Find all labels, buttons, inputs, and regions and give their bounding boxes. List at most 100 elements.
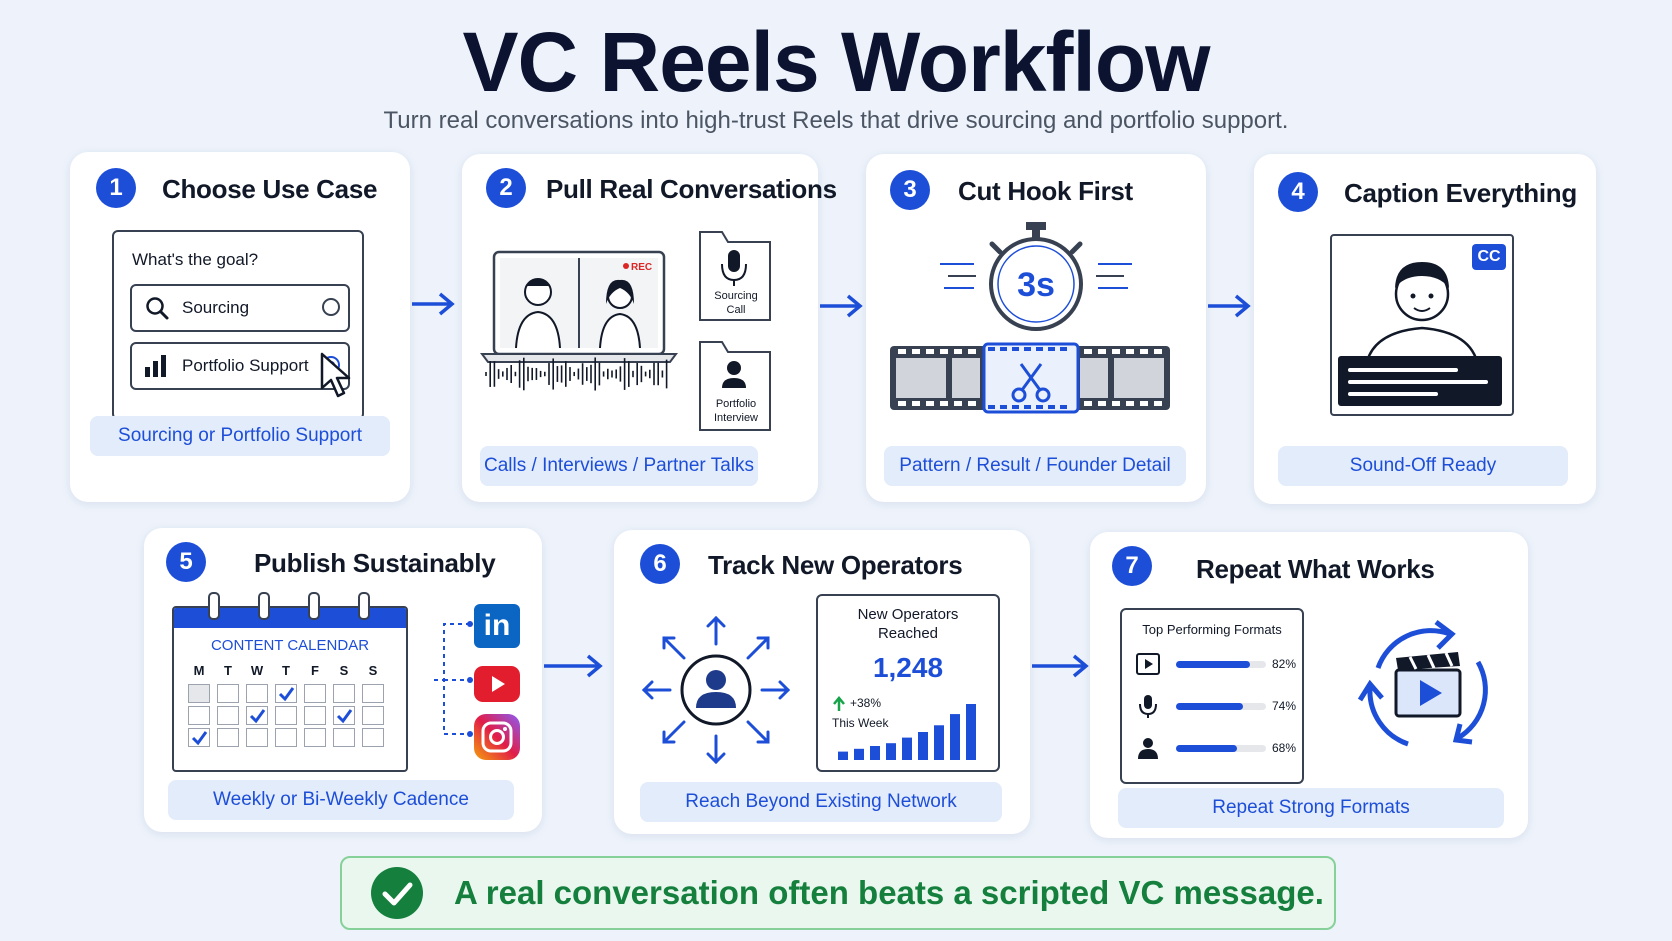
operators-stat-panel: New Operators Reached 1,248 +38% This We… xyxy=(816,594,1000,772)
option-label: Portfolio Support xyxy=(182,356,309,375)
arrow-up-icon xyxy=(833,696,845,711)
calendar-title: CONTENT CALENDAR xyxy=(210,637,370,654)
step-number-badge: 2 xyxy=(486,168,526,208)
step-chip: Sound-Off Ready xyxy=(1278,446,1568,486)
folder-label: Interview xyxy=(713,412,759,424)
network-reach-icon xyxy=(641,615,791,765)
format-row: 68% xyxy=(1122,734,1302,762)
step-number-badge: 1 xyxy=(96,168,136,208)
caption-block xyxy=(1338,356,1502,406)
option-portfolio-support[interactable]: Portfolio Support xyxy=(130,342,350,390)
checkmark-icon xyxy=(278,687,295,702)
calendar-cell xyxy=(362,728,384,747)
radio-unselected[interactable] xyxy=(322,298,340,316)
microphone-icon xyxy=(1136,694,1160,723)
checkmark-icon xyxy=(336,709,353,724)
arrow-right-icon xyxy=(820,294,863,318)
step-title: Publish Sustainably xyxy=(254,548,496,578)
calendar-ring xyxy=(308,592,320,620)
video-frame: CC xyxy=(1330,234,1514,416)
weekday-label: S xyxy=(339,663,349,678)
connector-lines xyxy=(434,621,473,737)
growth-bar xyxy=(838,751,848,760)
folder-label: Portfolio xyxy=(715,398,757,410)
step-card-2: 2 Pull Real Conversations REC Sourcing C… xyxy=(462,154,837,502)
step-card-7: 7 Repeat What Works Top Performing Forma… xyxy=(1090,532,1528,838)
step-card-1: 1 Choose Use Case What's the goal? Sourc… xyxy=(70,152,410,502)
calendar-cell-checked xyxy=(275,684,297,703)
growth-bar xyxy=(934,725,944,760)
calendar-cell xyxy=(188,706,210,725)
calendar-ring xyxy=(258,592,270,620)
step-number-badge: 3 xyxy=(890,170,930,210)
page-title: VC Reels Workflow xyxy=(462,15,1211,109)
calendar-cell xyxy=(333,684,355,703)
calendar-cell xyxy=(333,728,355,747)
calendar-cell xyxy=(275,706,297,725)
page-subtitle: Turn real conversations into high-trust … xyxy=(383,107,1289,134)
step-card-3: 3 Cut Hook First 3s xyxy=(866,154,1206,502)
calendar-cell xyxy=(304,684,326,703)
key-takeaway-banner: A real conversation often beats a script… xyxy=(340,856,1336,930)
calendar-cell xyxy=(188,684,210,703)
format-percent: 82% xyxy=(1272,657,1297,671)
instagram-icon xyxy=(474,714,520,760)
growth-bar xyxy=(918,732,928,760)
calendar-cell xyxy=(304,706,326,725)
banner-text: A real conversation often beats a script… xyxy=(454,874,1324,911)
top-formats-panel: Top Performing Formats 82%74%68% xyxy=(1120,608,1304,784)
calendar-cell xyxy=(275,728,297,747)
step-title: Track New Operators xyxy=(708,550,963,580)
step-title: Pull Real Conversations xyxy=(546,174,837,204)
option-sourcing[interactable]: Sourcing xyxy=(130,284,350,332)
weekday-label: M xyxy=(193,663,205,678)
arrow-right-icon xyxy=(544,654,603,678)
growth-bar xyxy=(870,746,880,760)
step-chip: Weekly or Bi-Weekly Cadence xyxy=(168,780,514,820)
weekday-label: S xyxy=(368,663,378,678)
audio-waveform xyxy=(485,357,668,391)
calendar-cell xyxy=(362,684,384,703)
weekday-label: W xyxy=(250,663,264,678)
growth-bar xyxy=(950,714,960,760)
step-title: Choose Use Case xyxy=(162,174,378,204)
folder-sourcing-call: Sourcing Call xyxy=(698,224,774,324)
calendar-cell xyxy=(217,728,239,747)
format-bar-fill xyxy=(1176,661,1250,668)
step-card-6: 6 Track New Operators New Operators Reac… xyxy=(614,530,1030,834)
step-card-5: 5 Publish Sustainably CONTENT CALENDAR M… xyxy=(144,528,542,832)
repeat-cycle-icon xyxy=(1357,620,1488,747)
growth-bar xyxy=(854,748,864,760)
arrow-right-icon xyxy=(412,292,455,316)
stat-change: +38% xyxy=(850,696,882,710)
checkmark-icon xyxy=(191,731,208,746)
calendar-cell xyxy=(362,706,384,725)
clapperboard-icon xyxy=(1394,652,1462,718)
arrow-right-icon xyxy=(1208,294,1251,318)
calendar-cell xyxy=(304,728,326,747)
stat-period: This Week xyxy=(832,716,889,730)
step-chip: Reach Beyond Existing Network xyxy=(640,782,1002,822)
youtube-icon xyxy=(474,666,520,702)
folder-label: Call xyxy=(726,304,746,316)
video-call-laptop: REC xyxy=(480,250,678,363)
format-bar-fill xyxy=(1176,745,1238,752)
step-number-badge: 4 xyxy=(1278,172,1318,212)
calendar-cell xyxy=(217,706,239,725)
growth-bar xyxy=(966,704,976,760)
play-icon xyxy=(1136,652,1160,681)
panel-title: Top Performing Formats xyxy=(1142,622,1282,637)
step-title: Caption Everything xyxy=(1344,178,1577,208)
calendar-cell-checked xyxy=(188,728,210,747)
stopwatch-icon: 3s xyxy=(940,222,1132,331)
weekday-label: F xyxy=(311,663,319,678)
checkmark-icon xyxy=(249,709,266,724)
calendar-cell-checked xyxy=(246,706,268,725)
step-card-4: 4 Caption Everything CC Sound-Off Ready xyxy=(1254,154,1596,504)
arrow-right-icon xyxy=(1032,654,1089,678)
step-chip: Repeat Strong Formats xyxy=(1118,788,1504,828)
cc-badge: CC xyxy=(1472,244,1506,270)
format-bar-track xyxy=(1176,745,1266,752)
folder-label: Sourcing xyxy=(714,290,758,302)
timer-label: 3s xyxy=(1017,266,1055,304)
